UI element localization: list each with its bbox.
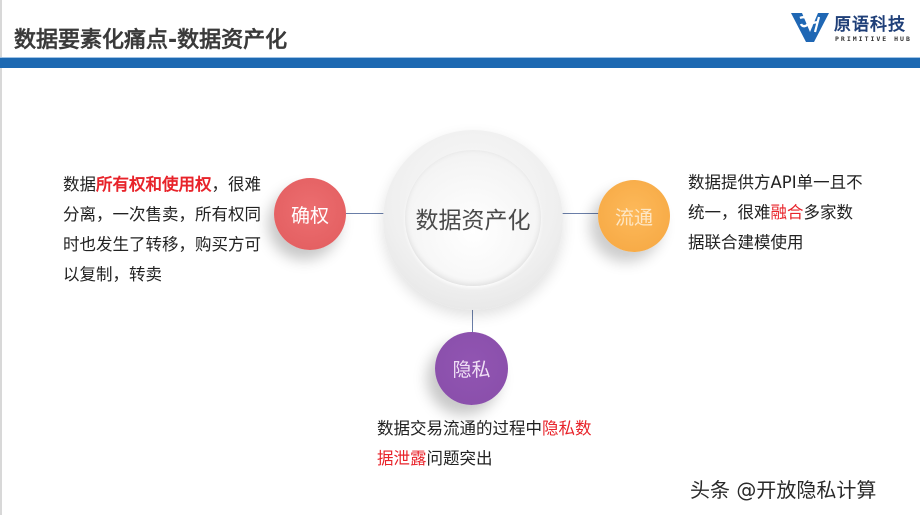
node-confirm-rights: 确权 (274, 178, 346, 250)
center-label: 数据资产化 (415, 208, 531, 234)
node-privacy-label: 隐私 (452, 359, 491, 381)
privacy-description: 数据交易流通的过程中隐私数据泄露问题突出 (377, 414, 607, 474)
center-circle-inner: 数据资产化 (405, 150, 541, 286)
privacy-desc-post: 问题突出 (426, 449, 493, 468)
confirm-description: 数据所有权和使用权，很难分离，一次售卖，所有权同时也发生了转移，购买方可以复制，… (63, 170, 273, 290)
circulation-desc-highlight: 融合 (770, 203, 804, 222)
node-circulation: 流通 (598, 180, 670, 252)
circulation-desc-post: 多家数据联合建模使用 (688, 203, 853, 252)
confirm-desc-post: ，很难分离，一次售卖，所有权同时也发生了转移，购买方可以复制，转卖 (63, 175, 261, 284)
logo-name-cn: 原语科技 (834, 15, 906, 35)
connector-bottom (472, 298, 473, 334)
privacy-desc-highlight: 隐私数据泄露 (377, 419, 592, 468)
confirm-desc-highlight: 所有权和使用权 (96, 175, 212, 194)
circulation-desc-pre: 数据提供方API单一且不统一，很难 (688, 173, 863, 222)
primitive-hub-logo-icon (791, 13, 829, 42)
watermark: 头条 @开放隐私计算 (690, 478, 877, 502)
company-logo: 原语科技 PRIMITIVE HUB (790, 8, 915, 48)
logo-name-en: PRIMITIVE HUB (835, 35, 912, 43)
page-title: 数据要素化痛点-数据资产化 (14, 28, 288, 53)
center-circle: 数据资产化 (383, 130, 563, 310)
node-privacy: 隐私 (435, 332, 508, 405)
connector-right (562, 213, 600, 214)
header-bar (0, 57, 920, 68)
privacy-desc-pre: 数据交易流通的过程中 (377, 419, 542, 438)
node-circulation-label: 流通 (614, 206, 653, 229)
left-edge-divider (0, 0, 2, 515)
node-confirm-label: 确权 (290, 204, 329, 227)
connector-left (346, 213, 386, 214)
confirm-desc-pre: 数据 (63, 175, 96, 194)
circulation-description: 数据提供方API单一且不统一，很难融合多家数据联合建模使用 (688, 168, 868, 258)
